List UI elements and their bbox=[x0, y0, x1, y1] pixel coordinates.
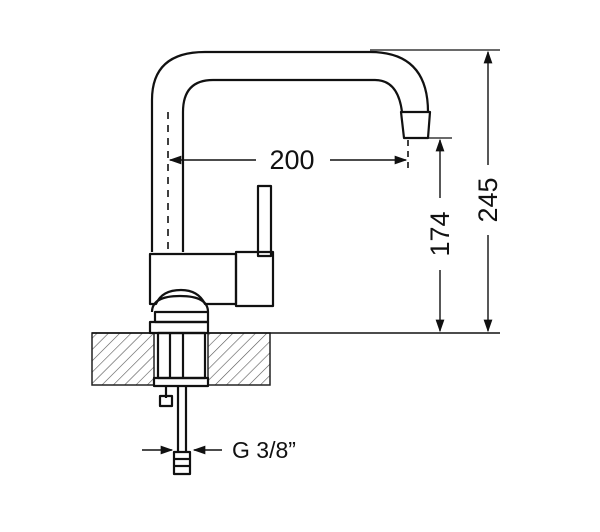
base-collar bbox=[153, 310, 210, 324]
countertop-section bbox=[91, 332, 271, 386]
countertop-left bbox=[91, 332, 155, 386]
hose-connector bbox=[172, 450, 192, 476]
spout-outer bbox=[150, 50, 430, 252]
dimension-total-height: 245 bbox=[473, 50, 503, 333]
spout-clearance-label: 174 bbox=[425, 211, 455, 256]
base-collar-lower bbox=[148, 320, 210, 335]
faucet-outline bbox=[148, 50, 432, 476]
countertop-right bbox=[207, 332, 271, 386]
lever-stem bbox=[256, 184, 273, 258]
spout-reach-label: 200 bbox=[269, 145, 314, 175]
dimension-spout-reach: 200 bbox=[168, 145, 408, 175]
faucet-base bbox=[150, 294, 210, 313]
spout-inner bbox=[181, 78, 404, 252]
total-height-label: 245 bbox=[473, 177, 503, 222]
dimension-connection-thread: G 3/8” bbox=[142, 437, 296, 463]
dimension-spout-clearance: 174 bbox=[425, 138, 455, 333]
connection-thread-label: G 3/8” bbox=[232, 437, 296, 463]
lock-nut bbox=[152, 376, 210, 388]
mounting-shank bbox=[156, 331, 207, 380]
lever-housing bbox=[234, 250, 275, 308]
aerator bbox=[399, 110, 432, 140]
hose-fitting bbox=[158, 394, 174, 408]
